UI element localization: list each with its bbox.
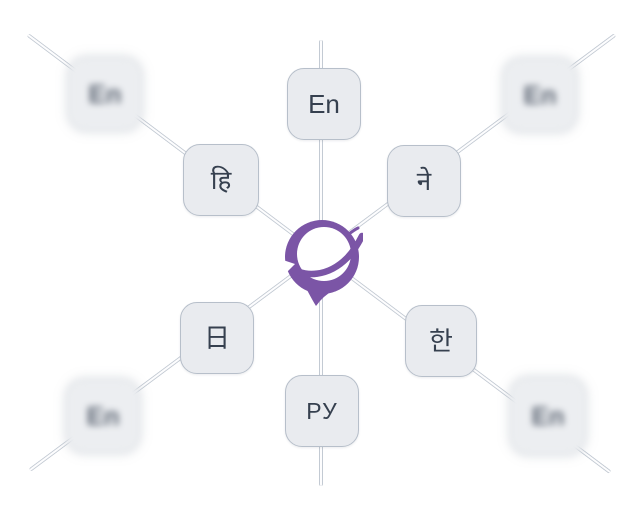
language-tile-label: En	[88, 79, 122, 109]
language-tile-hi: हि	[183, 144, 259, 216]
language-tile-ne: ने	[387, 145, 461, 217]
language-tile-ru: РУ	[285, 375, 359, 447]
blurred-tile-en-top-right: En	[503, 58, 577, 132]
language-tile-label: En	[86, 401, 120, 431]
language-tile-label: 日	[203, 323, 230, 353]
language-tile-label: En	[523, 80, 557, 110]
language-tile-label: En	[531, 401, 565, 431]
blurred-tile-en-top-left: En	[68, 57, 142, 131]
language-tile-label: ने	[416, 166, 432, 196]
language-tile-en: En	[287, 68, 361, 140]
blurred-tile-en-bottom-right: En	[510, 377, 586, 455]
language-tile-label: РУ	[306, 397, 338, 424]
language-tile-label: 한	[429, 326, 453, 356]
blurred-tile-en-bottom-left: En	[66, 379, 140, 453]
language-tile-label: En	[308, 89, 340, 119]
translator-logo	[283, 216, 366, 308]
planet-speech-bubble-icon	[283, 220, 366, 306]
language-tile-label: हि	[210, 165, 232, 195]
language-tile-ja: 日	[180, 302, 254, 374]
language-tile-ko: 한	[405, 305, 477, 377]
